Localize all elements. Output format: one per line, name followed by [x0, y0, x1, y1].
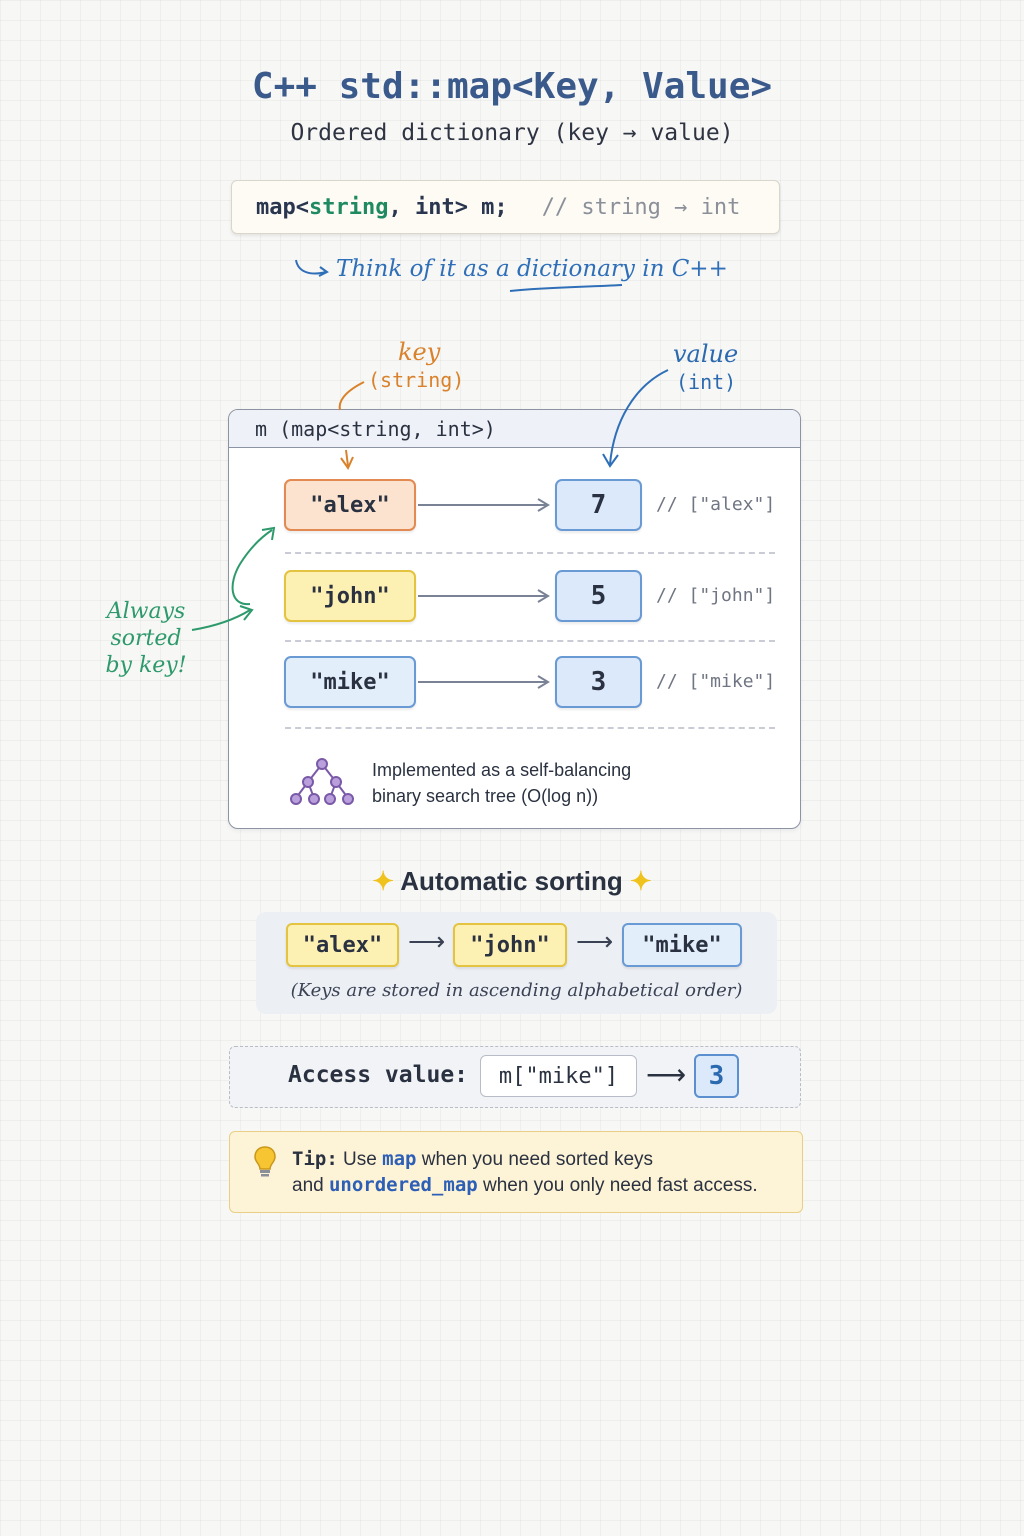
map-arrow-3 — [418, 675, 550, 689]
sorted-key-mike: "mike" — [622, 923, 742, 967]
decl-part1: map< — [256, 194, 309, 220]
decl-part2: , int> m; — [388, 194, 508, 220]
key-type-label: (string) — [368, 368, 465, 392]
tree-icon — [290, 758, 354, 805]
always-line-1: Always — [106, 599, 186, 624]
map-key-john: "john" — [284, 570, 416, 622]
map-key-alex: "alex" — [284, 479, 416, 531]
sorted-arrow-icon — [191, 526, 276, 631]
tree-description: Implemented as a self-balancing binary s… — [372, 757, 631, 809]
tip-label: Tip: — [292, 1148, 338, 1170]
curved-arrow-icon — [295, 259, 329, 277]
sorted-key-john: "john" — [453, 923, 567, 967]
value-label: value — [673, 340, 739, 368]
page-title: C++ std::map<Key, Value> — [251, 66, 773, 107]
declaration-code-box: map<string, int> m; // string → int — [231, 180, 780, 234]
map-header: m (map<string, int>) — [229, 410, 800, 448]
always-sorted-note: Always sorted by key! — [96, 598, 196, 679]
access-label: Access value: — [288, 1062, 469, 1088]
arrow-right-icon: ⟶ — [646, 1059, 687, 1090]
tree-line-1: Implemented as a self-balancing — [372, 760, 632, 780]
tip-code-map: map — [382, 1148, 417, 1170]
map-value-mike: 3 — [555, 656, 642, 708]
tip-line-2: and unordered_map when you only need fas… — [292, 1174, 758, 1197]
tip-text-2b: when you only need fast access. — [482, 1175, 758, 1196]
tip-text-1a: Use — [343, 1149, 377, 1170]
map-comment-john: // ["john"] — [656, 585, 776, 606]
map-value-john: 5 — [555, 570, 642, 622]
arrow-right-icon: ⟶ — [576, 926, 614, 956]
sparkle-icon: ✦ — [372, 866, 395, 896]
always-line-2: sorted — [110, 626, 182, 651]
sorting-title-text: Automatic sorting — [400, 866, 623, 896]
key-label: key — [398, 338, 441, 366]
map-arrow-2 — [418, 589, 550, 603]
map-arrow-1 — [418, 498, 550, 512]
access-result: 3 — [694, 1054, 739, 1098]
page-subtitle: Ordered dictionary (key → value) — [290, 120, 734, 146]
think-note: Think of it as a dictionary in C++ — [336, 256, 728, 282]
sorting-caption: (Keys are stored in ascending alphabetic… — [290, 980, 743, 1001]
decl-type: string — [308, 194, 389, 220]
row-divider — [285, 552, 775, 554]
row-divider — [285, 727, 775, 729]
tip-panel — [229, 1131, 803, 1213]
tip-code-unordered-map: unordered_map — [328, 1174, 478, 1196]
tree-line-2: binary search tree (O(log n)) — [372, 786, 599, 806]
tip-text-2a: and — [292, 1175, 324, 1196]
map-key-mike: "mike" — [284, 656, 416, 708]
lightbulb-icon — [254, 1146, 276, 1177]
value-type-label: (int) — [676, 370, 737, 394]
tip-text-1b: when you need sorted keys — [421, 1149, 654, 1170]
map-comment-mike: // ["mike"] — [656, 671, 776, 692]
underline-stroke — [509, 284, 623, 292]
map-comment-alex: // ["alex"] — [656, 494, 776, 515]
always-line-3: by key! — [105, 653, 187, 678]
tip-line-1: Tip: Use map when you need sorted keys — [292, 1148, 653, 1171]
sorting-title: ✦ Automatic sorting ✦ — [0, 866, 1024, 897]
access-expression: m["mike"] — [480, 1055, 637, 1097]
sparkle-icon: ✦ — [629, 866, 652, 896]
sorted-key-alex: "alex" — [286, 923, 399, 967]
value-pointer-arrow — [602, 369, 669, 468]
map-value-alex: 7 — [555, 479, 642, 531]
arrow-right-icon: ⟶ — [408, 926, 446, 956]
row-divider — [285, 640, 775, 642]
decl-comment: // string → int — [541, 194, 741, 220]
key-pointer-arrow — [338, 381, 365, 471]
